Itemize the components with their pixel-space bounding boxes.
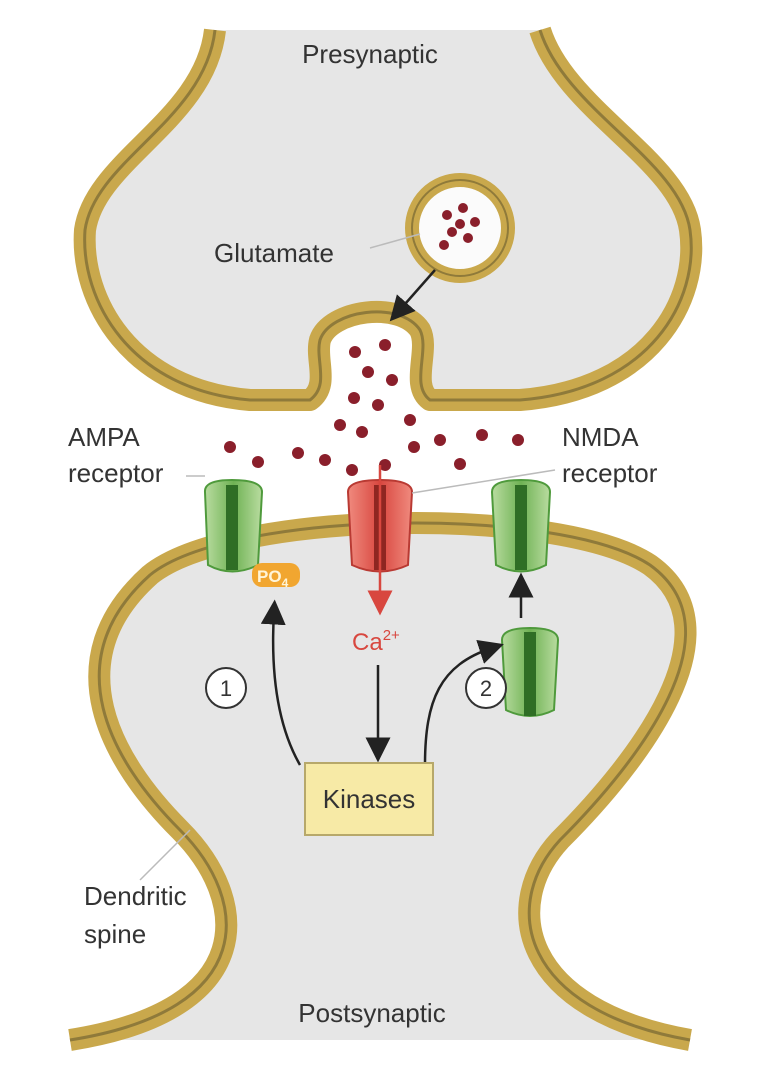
vesicle-release-arrow <box>389 269 436 322</box>
ampa-label-line1: AMPA <box>68 422 140 452</box>
phosphate-label: PO4 <box>257 567 289 590</box>
presynaptic-membrane-inner-line <box>83 29 693 402</box>
step-2-marker: 2 <box>465 667 507 709</box>
kinases-label: Kinases <box>323 784 416 814</box>
ampa-receptor-trafficking <box>500 626 560 717</box>
postsynaptic-label: Postsynaptic <box>298 998 445 1028</box>
svg-text:2: 2 <box>480 676 492 701</box>
glutamate-label: Glutamate <box>214 238 334 268</box>
arrows <box>139 233 556 881</box>
dendritic-label-line2: spine <box>84 919 146 949</box>
svg-text:1: 1 <box>220 676 232 701</box>
nmda-label-line2: receptor <box>562 458 658 488</box>
ampa-label-line2: receptor <box>68 458 164 488</box>
presynaptic-terminal <box>73 26 703 411</box>
phosphorylation-arrow <box>260 599 302 766</box>
trafficking-arrow <box>423 640 504 766</box>
phosphate-group: PO4 <box>252 563 300 590</box>
calcium-label: Ca2+ <box>352 627 400 656</box>
ampa-receptor-inserted <box>490 478 552 573</box>
nmda-label-line1: NMDA <box>562 422 639 452</box>
kinases-box: Kinases <box>304 762 434 836</box>
glutamate-molecules <box>207 203 524 494</box>
presynaptic-cytoplasm <box>84 30 692 400</box>
step-1-marker: 1 <box>205 667 247 709</box>
ampa-receptor <box>204 478 264 573</box>
presynaptic-label: Presynaptic <box>302 39 438 69</box>
dendritic-label-line1: Dendritic <box>84 881 187 911</box>
